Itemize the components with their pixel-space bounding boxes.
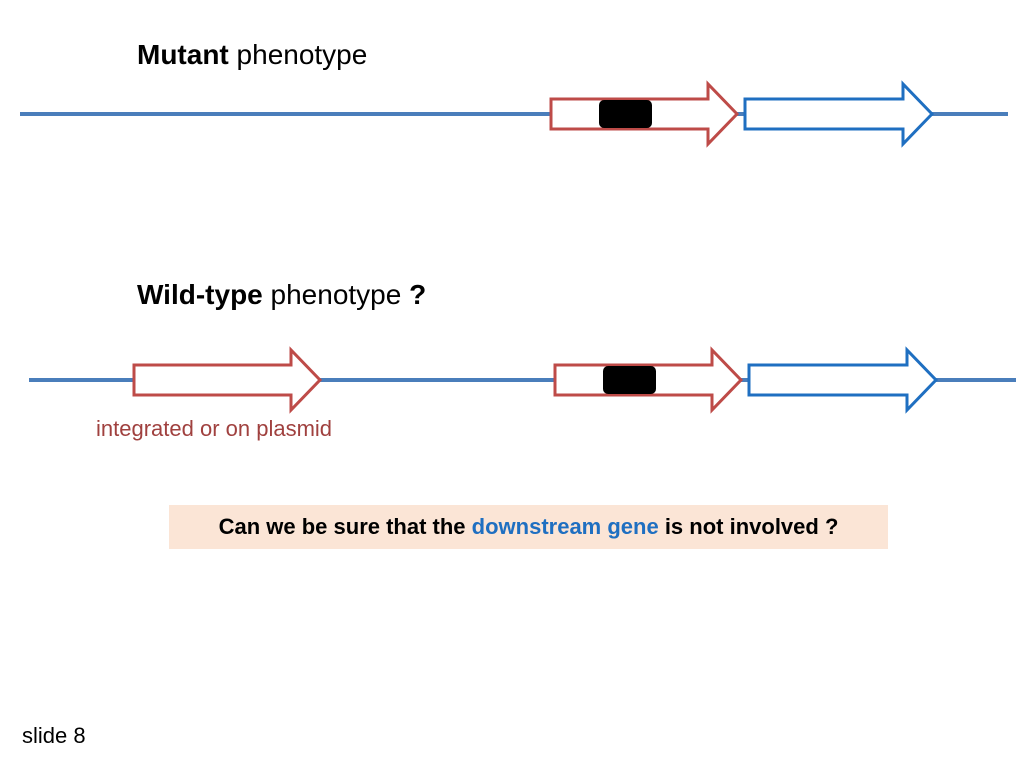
complementing-gene-arrow <box>132 346 323 414</box>
wildtype-downstream-gene-arrow <box>747 346 939 414</box>
plasmid-note-label: integrated or on plasmid <box>96 416 333 441</box>
question-highlight-downstream-gene: downstream gene <box>471 514 659 539</box>
wildtype-mutation-block <box>603 366 656 394</box>
question-text-after: is not involved ? <box>658 514 839 539</box>
mutant-downstream-gene-arrow <box>743 80 935 148</box>
mutant-mutation-block <box>599 100 652 128</box>
wildtype-title-rest: phenotype <box>262 279 410 310</box>
wildtype-construct <box>29 346 1016 414</box>
mutant-construct <box>20 80 1008 148</box>
mutant-title-rest: phenotype <box>228 39 368 70</box>
mutant-phenotype-title: Mutant phenotype <box>137 41 367 69</box>
question-text-before: Can we be sure that the <box>218 514 472 539</box>
wildtype-title-bold: Wild-type <box>137 279 263 310</box>
question-callout: Can we be sure that the downstream gene … <box>169 505 888 549</box>
wildtype-phenotype-title: Wild-type phenotype ? <box>137 281 426 309</box>
mutant-title-bold: Mutant <box>137 39 229 70</box>
slide-number: slide 8 <box>22 723 86 748</box>
wildtype-title-question-mark: ? <box>409 279 427 310</box>
